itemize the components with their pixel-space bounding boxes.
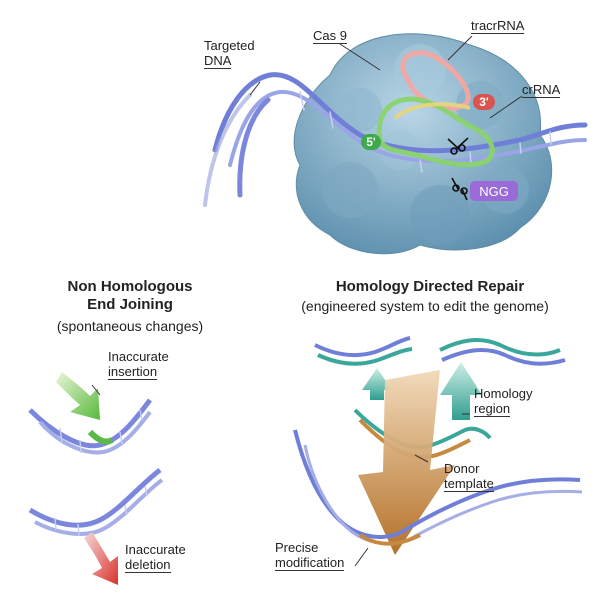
insertion-arrow: [56, 372, 100, 420]
homology-arrow-right: [440, 362, 482, 420]
hdr-subtitle: (engineered system to edit the genome): [301, 298, 549, 314]
hdr-title: Homology Directed Repair: [335, 278, 525, 295]
hdr-upper-left-strand: [314, 336, 413, 366]
deletion-arrow: [84, 532, 118, 585]
scissors-icon-lower: [451, 177, 468, 201]
nhej-title: Non Homologous End Joining: [67, 278, 193, 313]
hdr-upper-right-strand: [439, 338, 566, 366]
nhej-deletion-helix: [28, 468, 164, 537]
five-prime-tag: [361, 134, 381, 150]
precise-modification-label: Precise modification: [275, 540, 345, 571]
deletion-label: Inaccurate deletion: [125, 542, 186, 573]
crrna-label: crRNA: [522, 82, 561, 98]
crrna-strand: [376, 96, 495, 168]
scissors-icon-upper: [447, 137, 469, 155]
cas9-label: Cas 9: [313, 28, 347, 44]
nhej-insertion-helix: [28, 398, 152, 455]
top-leader-lines: [249, 35, 523, 119]
nhej-subtitle: (spontaneous changes): [56, 318, 204, 334]
targeted-dna-label: Targeted DNA: [204, 38, 255, 69]
donor-arrow: [358, 370, 455, 555]
targeted-dna-helix: [203, 72, 588, 207]
three-prime-tag: [473, 94, 495, 110]
donor-template-label: Donor template: [444, 461, 494, 492]
hdr-bottom-strand: [293, 429, 583, 546]
five-prime-label: 5': [366, 135, 376, 149]
tracrrna-label: tracrRNA: [471, 18, 525, 34]
ngg-label: NGG: [479, 184, 509, 199]
insertion-label: Inaccurate insertion: [108, 349, 169, 380]
homology-region-label: Homology region: [474, 386, 533, 417]
homology-arrow-left: [362, 368, 392, 400]
tracrrna-strand: [400, 50, 471, 111]
ngg-tag: [470, 181, 518, 201]
three-prime-label: 3': [479, 95, 489, 109]
lower-leader-lines: [91, 384, 470, 567]
